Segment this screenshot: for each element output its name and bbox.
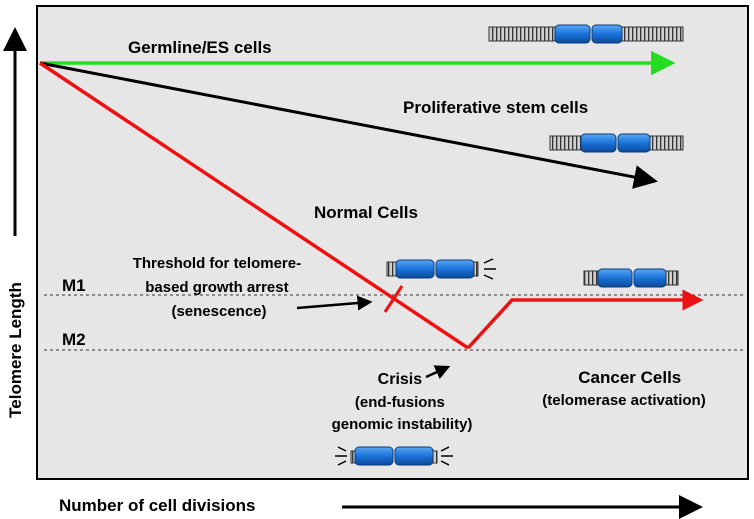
cancer-annotation: Cancer Cells (telomerase activation) <box>542 368 705 409</box>
x-axis-label: Number of cell divisions <box>59 496 256 515</box>
normal-cell-line <box>39 61 469 350</box>
normal-cell-label: Normal Cells <box>314 203 418 222</box>
m1-label: M1 <box>62 276 86 295</box>
chromosome-short-telomeres <box>386 258 496 280</box>
threshold-pointer-arrow <box>296 295 373 311</box>
threshold-annotation: Threshold for telomere- based growth arr… <box>133 255 306 320</box>
crisis-pointer-arrow <box>425 365 451 380</box>
senescence-mark <box>383 285 404 313</box>
crisis-annotation: Crisis (end-fusions genomic instability) <box>332 371 473 433</box>
m2-label: M2 <box>62 330 86 349</box>
chromosome-crisis <box>335 446 453 466</box>
chromosome-cancer <box>583 268 679 288</box>
y-axis-label: Telomere Length <box>6 282 25 418</box>
stem-cell-line <box>39 61 658 189</box>
germline-label: Germline/ES cells <box>128 38 272 57</box>
cancer-cell-line <box>466 289 704 350</box>
chromosome-medium-telomeres <box>549 133 684 153</box>
stem-cell-label: Proliferative stem cells <box>403 98 588 117</box>
chromosome-long-telomeres <box>488 24 684 44</box>
